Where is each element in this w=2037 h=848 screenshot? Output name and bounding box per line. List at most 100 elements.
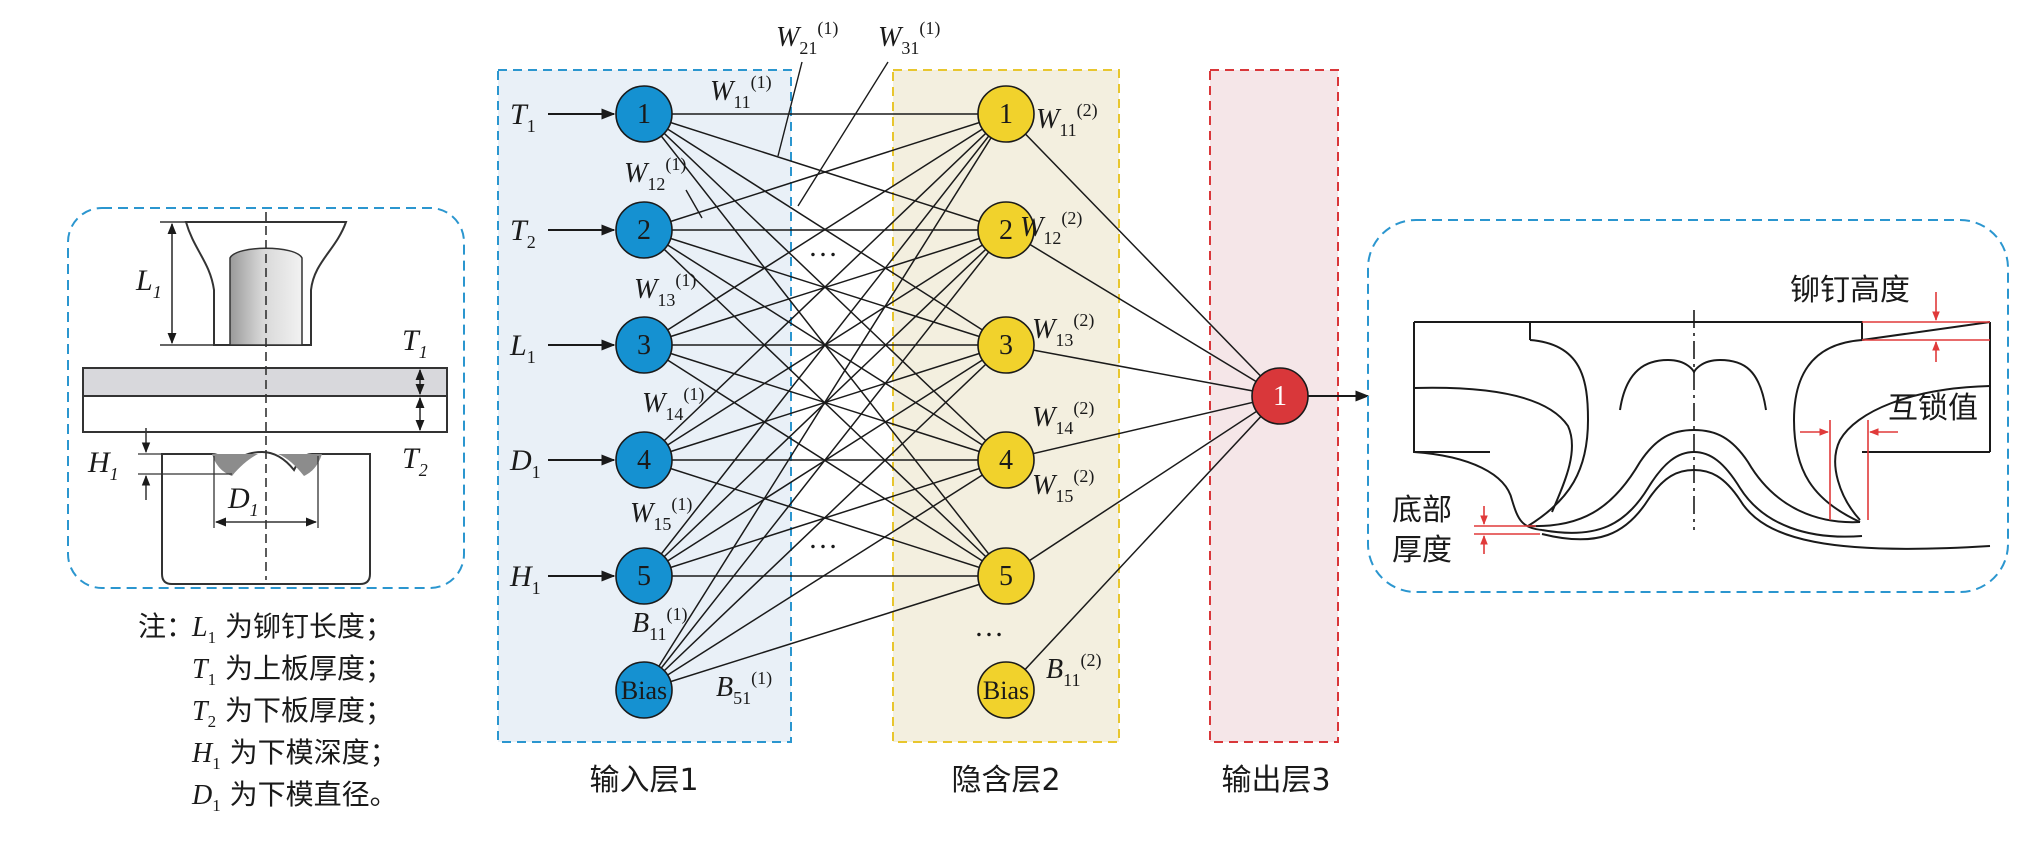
w21-leader [777, 61, 803, 157]
input-node-4: 4 [615, 431, 673, 489]
hidden-node-label: 2 [999, 215, 1013, 246]
edge-in6-hid5 [643, 575, 1007, 691]
input-var-label-4: D1 [509, 444, 541, 482]
hidden-node-1: 1 [977, 85, 1035, 143]
hidden-node-label: 1 [999, 99, 1013, 130]
joint-bottom-outer [1541, 468, 1991, 550]
rivet-right-leg [1792, 339, 1863, 523]
edge-in4-hid1 [643, 113, 1007, 461]
weight-w14-2: W14(2) [1032, 398, 1094, 438]
connections [643, 113, 1281, 691]
input-node-label: 1 [637, 99, 651, 130]
input-node-label: 5 [637, 561, 651, 592]
die-cavity-shading-left [212, 454, 258, 476]
edge-in2-hid1 [643, 113, 1007, 231]
interlock-label: 互锁值 [1888, 391, 1978, 426]
die-cavity-shading-right [278, 454, 322, 476]
joint-layer-1 [1413, 386, 1573, 513]
edge-hid1-out1 [1005, 113, 1281, 397]
input-node-1: 1 [615, 85, 673, 143]
edge-in6-hid2 [643, 229, 1007, 691]
input-var-label-3: L1 [509, 329, 536, 367]
hidden-layer-panel [892, 69, 1120, 743]
hidden-node-label: 3 [999, 330, 1013, 361]
hidden-node-4: 4 [977, 431, 1035, 489]
weight-b11-1: B11(1) [632, 604, 687, 644]
input-var-label-1: T1 [510, 98, 536, 136]
hidden-node-label: Bias [983, 676, 1029, 705]
input-node-2: 2 [615, 201, 673, 259]
l1-label: L1 [135, 264, 162, 302]
weight-w21-1: W21(1) [776, 18, 838, 58]
ellipsis-top: … [808, 230, 838, 263]
hidden-node-label: 5 [999, 561, 1013, 592]
weight-w12-1: W12(1) [624, 154, 686, 194]
note-line-1: L1 为铆钉长度； [191, 610, 393, 647]
lower-plate [82, 395, 448, 433]
t2-label: T2 [402, 442, 428, 480]
w31-leader [797, 61, 889, 207]
input-layer-label: 输入层1 [589, 763, 698, 798]
weight-w11-2: W11(2) [1036, 100, 1098, 140]
bottom-thickness-label-1: 底部 [1392, 493, 1452, 528]
input-var-label-5: H1 [509, 560, 541, 598]
tool-diagram-frame [67, 207, 465, 589]
edge-hid2-out1 [1005, 229, 1281, 397]
input-node-label: 4 [637, 445, 651, 476]
ellipsis-hidden: … [974, 610, 1004, 643]
edge-hid4-out1 [1005, 395, 1281, 461]
edge-in6-hid4 [643, 459, 1007, 691]
bottom-thickness-label-2: 厚度 [1392, 533, 1452, 568]
input-node-label: 3 [637, 330, 651, 361]
weight-w13-1: W13(1) [634, 270, 696, 310]
notes: 注： L1 为铆钉长度； T1 为上板厚度； T2 为下板厚度； H1 为下模深… [138, 610, 398, 815]
input-node-bias: Bias [615, 661, 673, 719]
weight-w12-2: W12(2) [1020, 208, 1082, 248]
w12-leader [685, 189, 703, 219]
edge-in5-hid1 [643, 113, 1007, 577]
weight-b11-2: B11(2) [1046, 650, 1101, 690]
weight-w11-1: W11(1) [710, 72, 772, 112]
weight-w31-1: W31(1) [878, 18, 940, 58]
joint-top-edge [1414, 321, 1991, 342]
hidden-node-bias: Bias [977, 661, 1035, 719]
note-line-2: T1 为上板厚度； [192, 652, 393, 689]
output-node-1: 1 [1251, 367, 1309, 425]
input-layer-panel [497, 69, 792, 743]
hidden-node-5: 5 [977, 547, 1035, 605]
edge-hid3-out1 [1005, 344, 1281, 397]
edge-in3-hid1 [643, 113, 1007, 346]
joint-diagram-frame [1367, 219, 2009, 593]
input-var-label-2: T2 [510, 214, 536, 252]
edge-hid6-out1 [1005, 395, 1281, 691]
weight-w15-2: W15(2) [1032, 466, 1094, 506]
edge-hid5-out1 [1005, 395, 1281, 577]
die-center-bump [1619, 358, 1767, 411]
hidden-layer-label: 隐含层2 [951, 763, 1060, 798]
note-line-4: H1 为下模深度； [191, 736, 398, 773]
ellipsis-bottom: … [808, 522, 838, 555]
input-node-5: 5 [615, 547, 673, 605]
rivet-bottom-curve [1527, 428, 1861, 528]
joint-bottom-curve [1541, 450, 1863, 538]
hidden-node-3: 3 [977, 316, 1035, 374]
output-node-label: 1 [1273, 381, 1287, 412]
weight-w15-1: W15(1) [630, 494, 692, 534]
rivet-left-leg [1527, 339, 1590, 527]
rivet-height-label: 铆钉高度 [1790, 273, 1910, 308]
joint-outer-left [1413, 322, 1543, 531]
hidden-node-label: 4 [999, 445, 1013, 476]
upper-plate [82, 367, 448, 397]
d1-label: D1 [227, 482, 259, 520]
weight-b51-1: B51(1) [716, 668, 772, 708]
output-layer-label: 输出层3 [1221, 763, 1330, 798]
tool-diagram: L1 T1 T2 H1 D1 [67, 207, 465, 589]
t1-label: T1 [402, 324, 428, 362]
weight-w14-1: W14(1) [642, 384, 704, 424]
weight-w13-2: W13(2) [1032, 310, 1094, 350]
input-node-label: 2 [637, 215, 651, 246]
